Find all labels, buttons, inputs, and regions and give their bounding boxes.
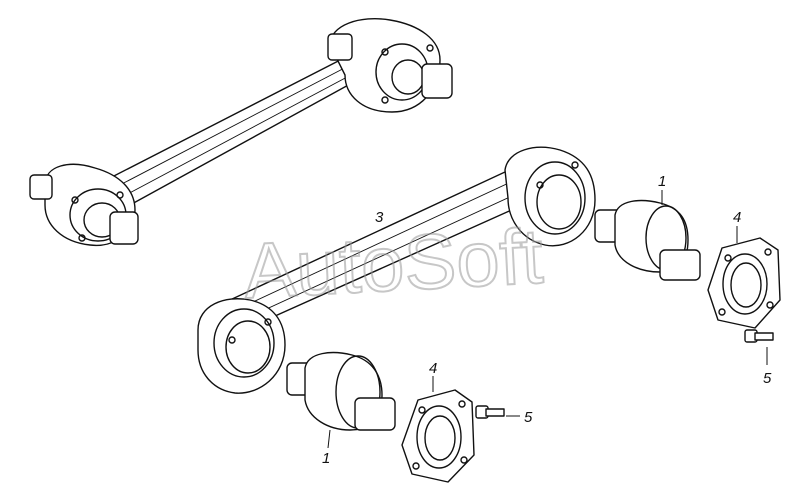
rear-left-pin-square: [109, 211, 139, 245]
joint-pin-square: [354, 397, 396, 431]
rear-right-pin-end: [327, 33, 353, 61]
leader-1-left: [327, 429, 331, 449]
rubber-metal-joint-left: [286, 351, 396, 431]
callout-1-left: 1: [322, 450, 330, 467]
cover-plate-left: [401, 389, 475, 483]
rod-right-eye: [504, 146, 596, 247]
joint-pin-square: [659, 249, 701, 281]
rear-right-eye: [329, 18, 441, 113]
callout-1-right: 1: [658, 173, 666, 190]
callout-5-right: 5: [763, 370, 772, 387]
callout-4-right: 4: [733, 209, 741, 226]
bolt-left: [475, 405, 505, 419]
callout-4-left: 4: [429, 360, 437, 377]
reaction-rod-3: [197, 146, 596, 394]
cover-plate-right: [707, 237, 781, 329]
watermark: AutoSoft: [242, 212, 546, 316]
rear-left-pin-end: [29, 174, 53, 200]
rubber-metal-joint-right: [594, 199, 701, 281]
bolt-right: [744, 329, 774, 343]
rear-reaction-rod-assembly: [29, 18, 453, 247]
callout-5-left: 5: [524, 409, 533, 426]
rear-right-pin-square: [421, 63, 453, 99]
callout-3: 3: [375, 209, 384, 226]
